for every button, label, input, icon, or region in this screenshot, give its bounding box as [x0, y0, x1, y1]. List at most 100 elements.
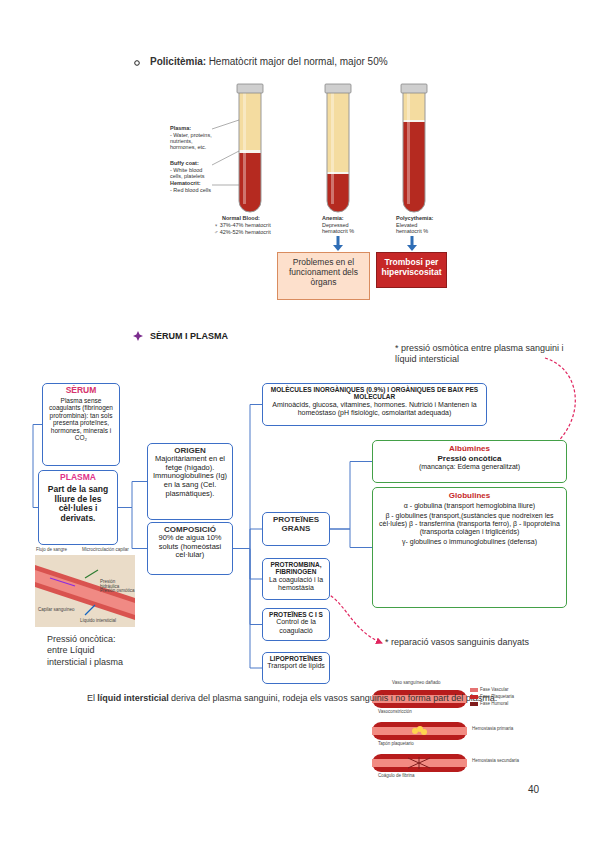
part-note: - Red blood cells — [170, 187, 212, 193]
connector — [233, 529, 262, 549]
concept-box: PROTEÏNES C I SControl de la coagulació — [262, 608, 330, 641]
glass-highlight — [407, 92, 410, 204]
concept-box: ORIGENMajoritàriament en el fetge (hígad… — [147, 443, 233, 520]
protein-box: Globulinesα - globulina (transport hemog… — [372, 487, 567, 608]
note: * pressió osmòtica entre plasma sanguini… — [395, 343, 565, 366]
box-heading: MOLÈCULES INORGÀNIQUES (0.9%) I ORGÀNIQU… — [266, 386, 483, 401]
concept-box: PLASMA Part de la sang lliure de les cèl·… — [38, 470, 118, 545]
down-arrow — [411, 236, 414, 245]
arrow-head — [333, 245, 343, 251]
protein-box: AlbúminesPressió oncòtica(mancança: Edem… — [372, 440, 567, 483]
tube-outline — [403, 92, 425, 212]
glass-highlight — [243, 92, 246, 204]
page-number: 40 — [528, 784, 548, 795]
box-heading: PROTROMBINA, FIBRINOGEN — [266, 561, 326, 576]
picture-label: Vasoconstricción — [378, 710, 438, 715]
capillary-picture — [35, 555, 135, 627]
range-note: Depressed hematocrit % — [322, 222, 367, 234]
paragraph-term: líquid intersticial — [97, 693, 169, 703]
part-name: Buffy coat: — [170, 160, 212, 166]
paragraph-text: El — [87, 693, 95, 703]
legend-row: Fase Vascular — [470, 688, 530, 693]
test-tube — [403, 92, 425, 224]
box-heading: Globulines — [378, 491, 561, 500]
part-name: Plasma: — [170, 125, 212, 131]
box-text: β - globulines (transport,(sustàncies qu… — [378, 512, 561, 536]
box-heading: Problemes en el funcionament dels òrgans — [282, 258, 365, 287]
test-tube — [327, 92, 349, 224]
consequence-box: Trombosi per hiperviscositat — [376, 252, 447, 288]
box-heading: ORIGEN — [151, 446, 229, 455]
picture-label: Microcirculación capilar — [82, 548, 137, 553]
box-text: γ- globulines o immunoglobulines (defens… — [378, 538, 561, 546]
platelet — [421, 729, 427, 735]
picture-label: Vaso sanguíneo dañado — [392, 681, 462, 686]
box-text: Control de la coagulació — [266, 618, 326, 634]
leader-line — [212, 185, 239, 186]
section-bullet — [133, 331, 143, 341]
box-text: Majoritàriament en el fetge (hígado). Im… — [151, 455, 229, 498]
picture-label: Flujo de sangre — [36, 548, 81, 553]
flow-arrow — [50, 578, 75, 586]
connector — [330, 462, 372, 530]
concept-box: COMPOSICIÓ90% de aigua 10% soluts (homeò… — [147, 522, 233, 575]
connector — [233, 549, 262, 669]
box-text: Pressió oncòtica — [378, 454, 561, 463]
connector — [233, 549, 262, 625]
buffy-coat — [327, 172, 349, 174]
legend-text: Fase Vascular — [480, 688, 508, 693]
range-note: ♂ 42%-52% hematocrit — [214, 229, 294, 235]
note: Pressió oncòtica: entre Líquid interstic… — [47, 634, 132, 668]
legend-row: Fase Humoral — [470, 702, 530, 707]
concept-box: PROTROMBINA, FIBRINOGENLa coagulació i l… — [262, 558, 330, 600]
box-heading: Albúmines — [378, 444, 561, 453]
part-note: - White blood cells, platelets — [170, 167, 212, 179]
concept-box: LIPOPROTEÏNESTransport de lípids — [262, 652, 330, 684]
box-heading: COMPOSICIÓ — [151, 525, 229, 534]
glass-highlight — [331, 92, 334, 204]
tube-cap — [401, 84, 427, 93]
paragraph: Ellíquid intersticialderiva del plasma s… — [87, 693, 517, 704]
legend-text: Fase Humoral — [480, 702, 508, 707]
picture-label: Hemostasia secundaria — [472, 759, 522, 764]
sample-name: Anemia: — [322, 215, 367, 221]
term: Policitèmia: — [150, 56, 206, 67]
picture-label: Líquido intersticial — [80, 619, 130, 624]
buffy-coat — [239, 150, 261, 153]
consequence-box: Problemes en el funcionament dels òrgans — [277, 252, 370, 300]
note: * reparació vasos sanguinis danyats — [385, 637, 545, 648]
box-heading: PLASMA — [42, 473, 114, 483]
vessel — [372, 754, 467, 772]
tube-cap — [237, 84, 263, 93]
box-heading: SÈRUM — [46, 386, 116, 396]
tube-outline — [327, 92, 349, 212]
fibrin-mesh — [408, 757, 430, 769]
vessel-lumen — [372, 727, 467, 735]
box-heading: PROTEÏNES GRANS — [266, 515, 326, 533]
tube-outline — [239, 92, 261, 212]
concept-box: SÈRUMPlasma sense coagulants (fibrinogen… — [42, 383, 120, 466]
box-text: Transport de lípids — [266, 662, 326, 670]
box-text: Part de la sang lliure de les cèl·lules … — [42, 485, 114, 524]
connector — [118, 508, 147, 549]
box-text: Aminoàcids, glucosa, vitamines, hormones… — [266, 401, 483, 417]
part-note: - Water, proteins, nutrients, hormones, … — [170, 132, 212, 150]
box-heading: PROTEÏNES C I S — [266, 611, 326, 618]
legend: Fase VascularFase PlaquetariaFase Humora… — [470, 688, 530, 709]
concept-box: PROTEÏNES GRANS — [262, 512, 330, 546]
sample-name: Polycythemia: — [396, 215, 441, 221]
down-arrow — [337, 236, 340, 245]
test-tube — [239, 92, 261, 223]
buffy-coat — [403, 120, 425, 122]
picture-label: Hemostasia primaria — [472, 727, 522, 732]
picture-label: Capilar sanguíneo — [38, 608, 78, 613]
picture-label: Presión osmótica — [100, 589, 135, 594]
leader-line — [212, 151, 239, 165]
leader-line — [212, 120, 239, 129]
picture-label: Coágulo de fibrina — [378, 774, 438, 779]
legend-swatch — [470, 695, 478, 699]
box-heading: Trombosi per hiperviscositat — [381, 258, 442, 278]
flow-arrow — [85, 605, 95, 615]
box-text: 90% de aigua 10% soluts (homeòstasi cel·… — [151, 534, 229, 560]
